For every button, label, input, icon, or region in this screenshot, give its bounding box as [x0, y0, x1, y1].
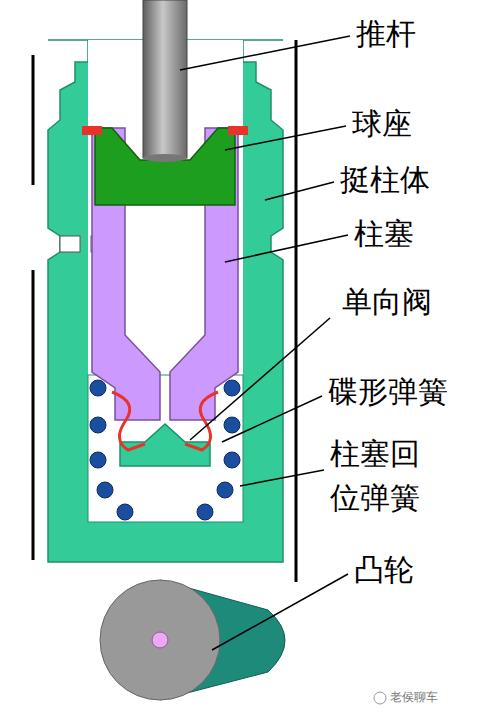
pushrod	[143, 0, 187, 158]
return-spring	[90, 380, 240, 520]
watermark-icon	[374, 692, 386, 704]
clip	[228, 126, 248, 135]
part-label: 推杆	[356, 16, 416, 52]
part-label: 柱塞回 位弹簧	[330, 432, 426, 519]
watermark: 老侯聊车	[390, 690, 438, 704]
leader-lines	[180, 36, 350, 650]
part-label: 挺柱体	[340, 162, 430, 198]
disc-spring	[185, 392, 218, 450]
disc-spring	[112, 392, 145, 450]
part-label: 碟形弹簧	[328, 374, 448, 410]
part-label: 球座	[352, 106, 412, 142]
part-label: 单向阀	[342, 284, 432, 320]
bore-line	[32, 55, 35, 185]
clip	[82, 126, 102, 135]
cam	[100, 580, 220, 700]
part-label: 柱塞	[354, 216, 414, 252]
camshaft	[152, 632, 168, 648]
lower-chamber	[88, 375, 243, 522]
oil-hole	[60, 236, 80, 252]
bore-line	[295, 40, 298, 582]
bore-line	[32, 270, 35, 560]
pushrod	[143, 154, 187, 162]
check-valve	[120, 424, 210, 466]
part-label: 凸轮	[354, 552, 414, 588]
